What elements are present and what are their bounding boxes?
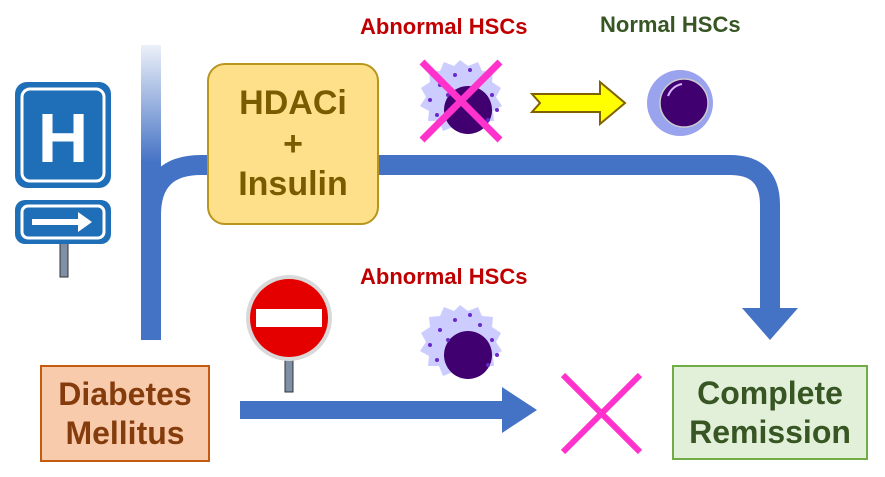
treatment-box: HDACi + Insulin [207, 63, 379, 225]
remission-line-1: Complete [697, 375, 843, 412]
abnormal-hscs-label-bottom: Abnormal HSCs [360, 264, 528, 289]
abnormal-hscs-label: Abnormal HSCs [360, 14, 528, 39]
cross-icon [560, 372, 643, 455]
hospital-letter: H [38, 99, 89, 177]
untreated-arrowhead [502, 387, 537, 433]
diabetes-box: Diabetes Mellitus [40, 365, 210, 462]
treatment-line-1: HDACi [239, 83, 347, 122]
treatment-arrowhead [742, 308, 798, 340]
treatment-line-3: Insulin [238, 165, 348, 204]
diabetes-line-2: Mellitus [65, 414, 185, 451]
remission-box: Complete Remission [672, 365, 868, 460]
treatment-line-2: + [283, 124, 303, 163]
cross-icon [419, 59, 503, 143]
hospital-sign-icon [15, 82, 111, 278]
yellow-arrow-icon [529, 79, 627, 127]
remission-line-2: Remission [689, 413, 851, 450]
normal-hsc-cell-icon [647, 70, 713, 136]
normal-hscs-label: Normal HSCs [600, 12, 741, 37]
no-entry-sign-icon [246, 275, 332, 393]
treatment-arrow [141, 155, 780, 310]
abnormal-hsc-cell-icon [420, 305, 502, 379]
diabetes-line-1: Diabetes [58, 376, 192, 413]
untreated-arrow [240, 401, 505, 419]
